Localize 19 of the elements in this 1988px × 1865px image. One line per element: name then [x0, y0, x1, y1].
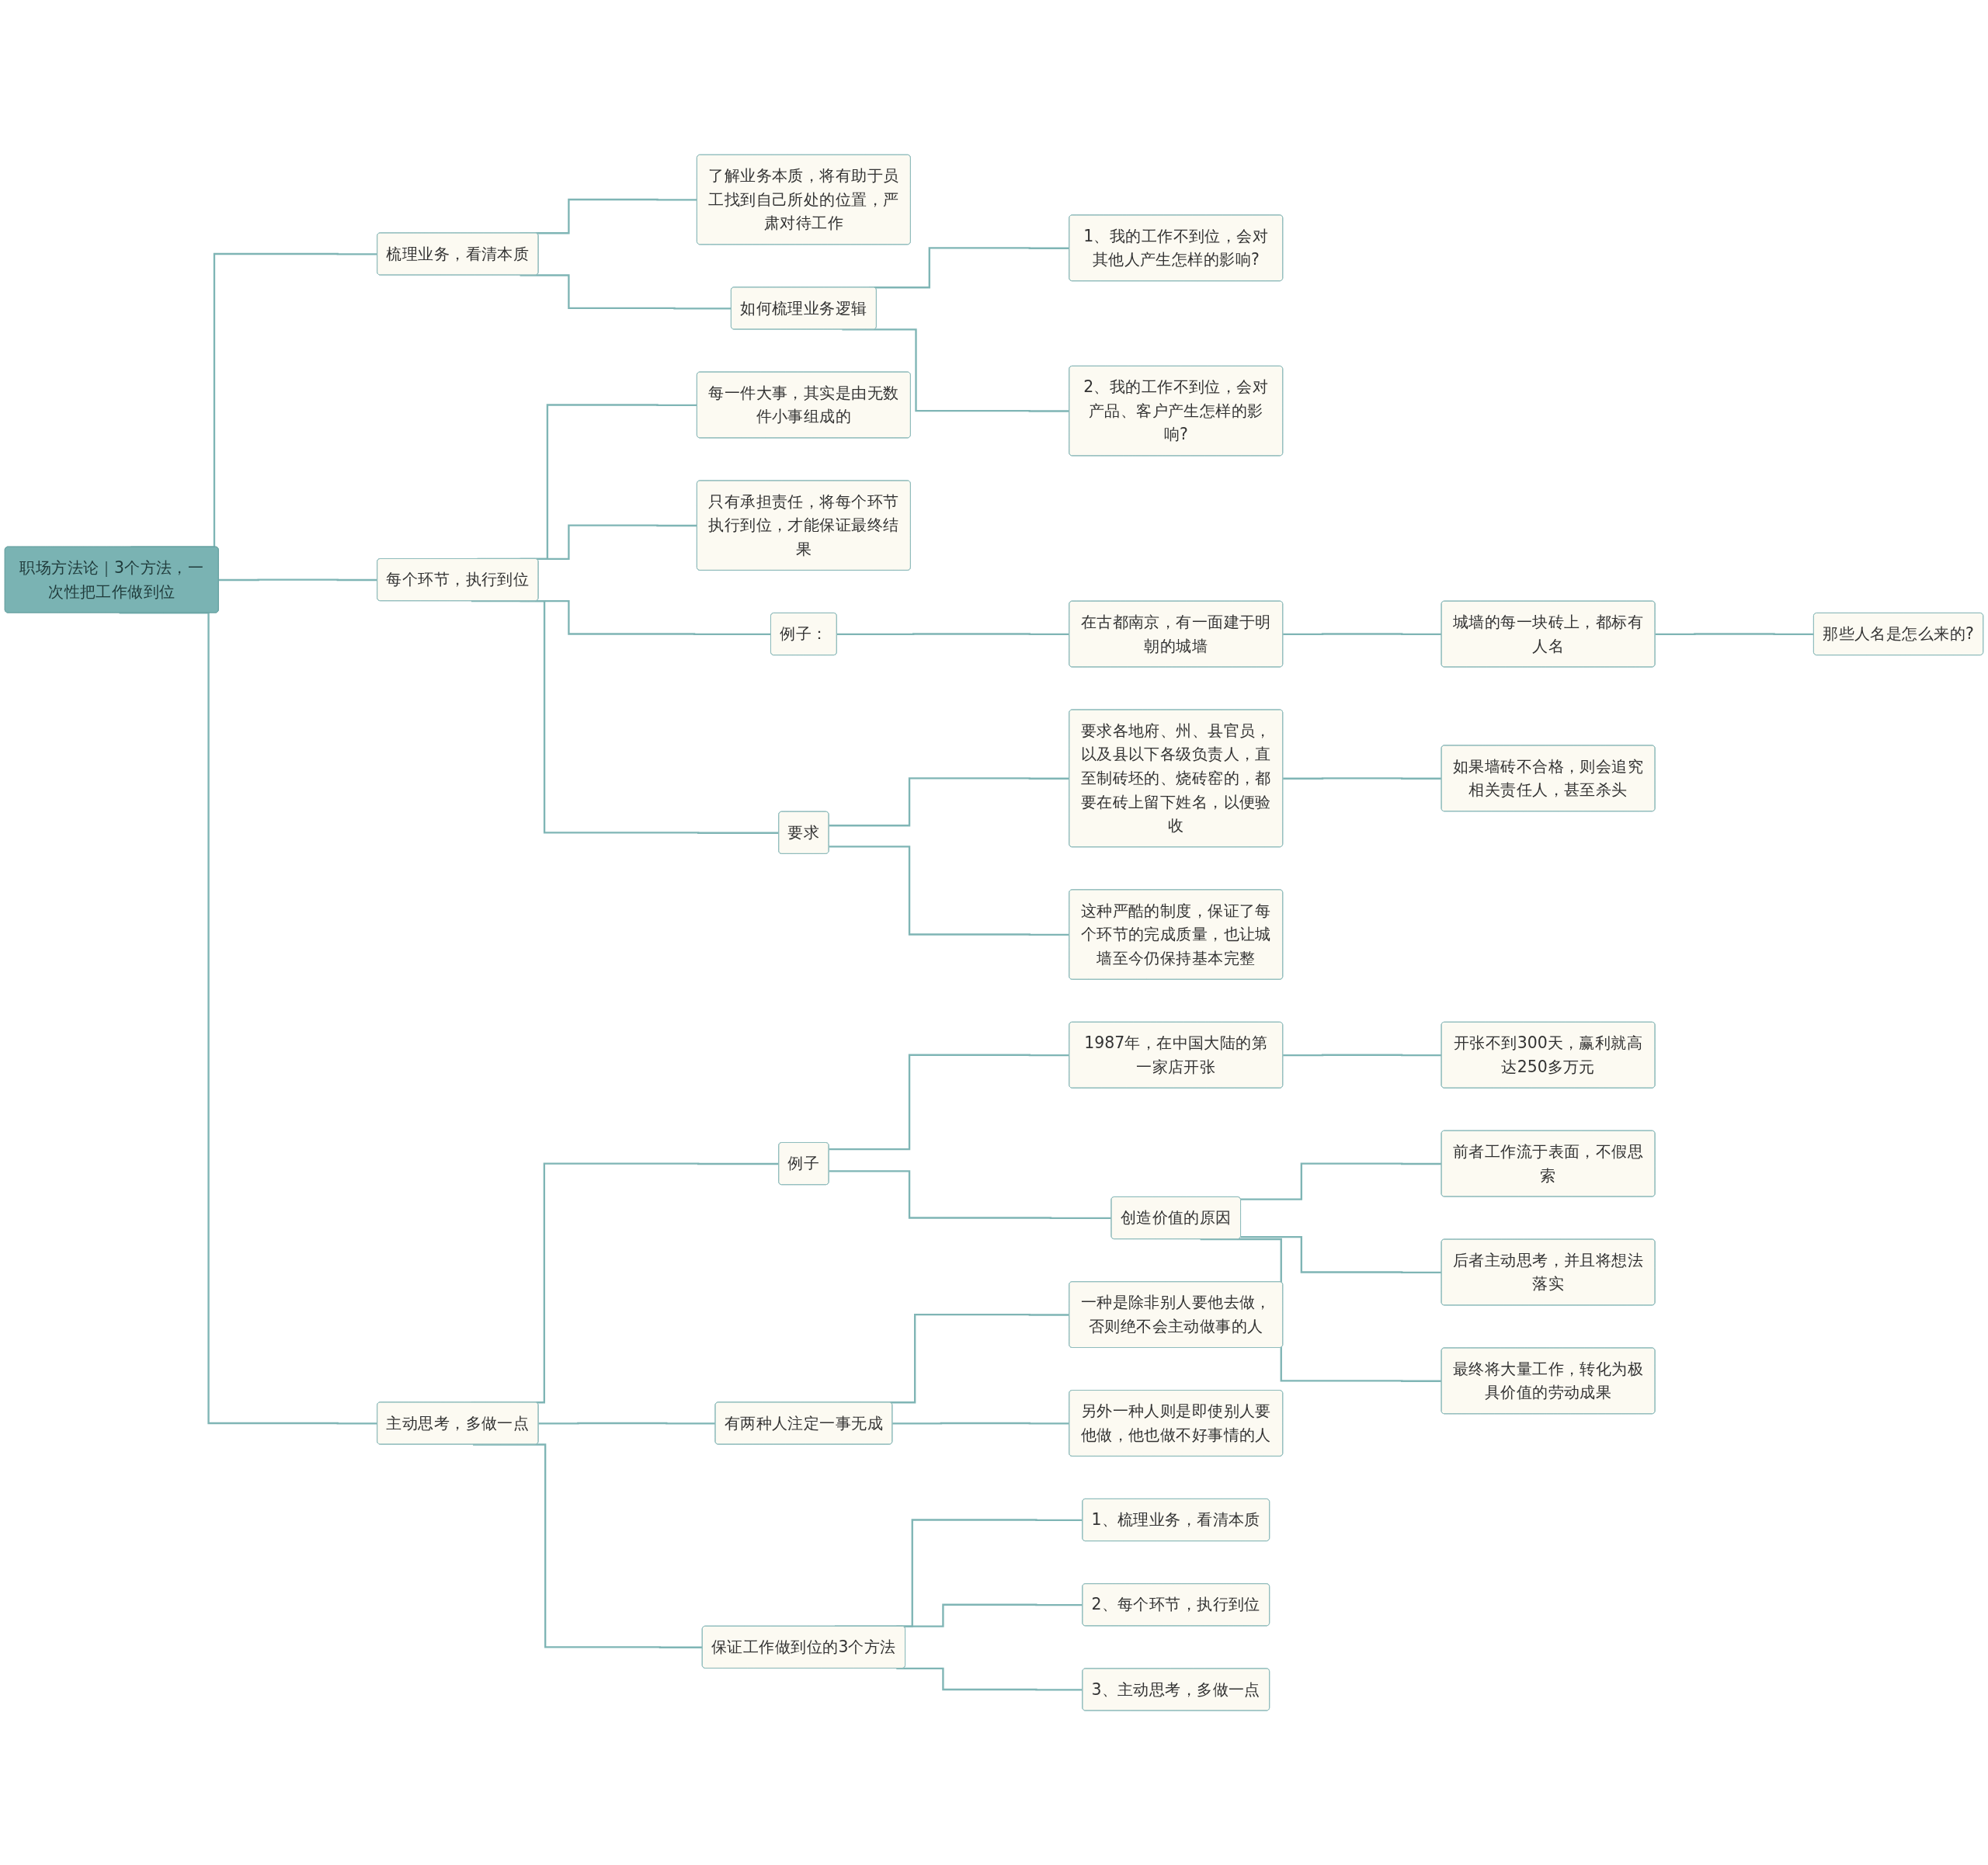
connector — [119, 612, 377, 1425]
connector — [829, 1170, 1112, 1219]
connector — [1240, 1162, 1442, 1200]
connector — [836, 633, 1070, 635]
connector — [471, 599, 780, 834]
connector — [829, 777, 1070, 827]
connector — [1240, 1235, 1442, 1273]
connector — [1283, 633, 1442, 635]
connector — [829, 845, 1070, 936]
connector — [892, 1422, 1070, 1425]
connector — [218, 578, 377, 581]
connector — [1283, 777, 1442, 780]
connector — [1655, 633, 1814, 635]
connector — [473, 1443, 703, 1648]
connector — [1283, 1054, 1442, 1057]
connector — [538, 1422, 716, 1425]
connector — [829, 1054, 1070, 1151]
connector — [842, 328, 1070, 412]
connector — [520, 274, 732, 310]
